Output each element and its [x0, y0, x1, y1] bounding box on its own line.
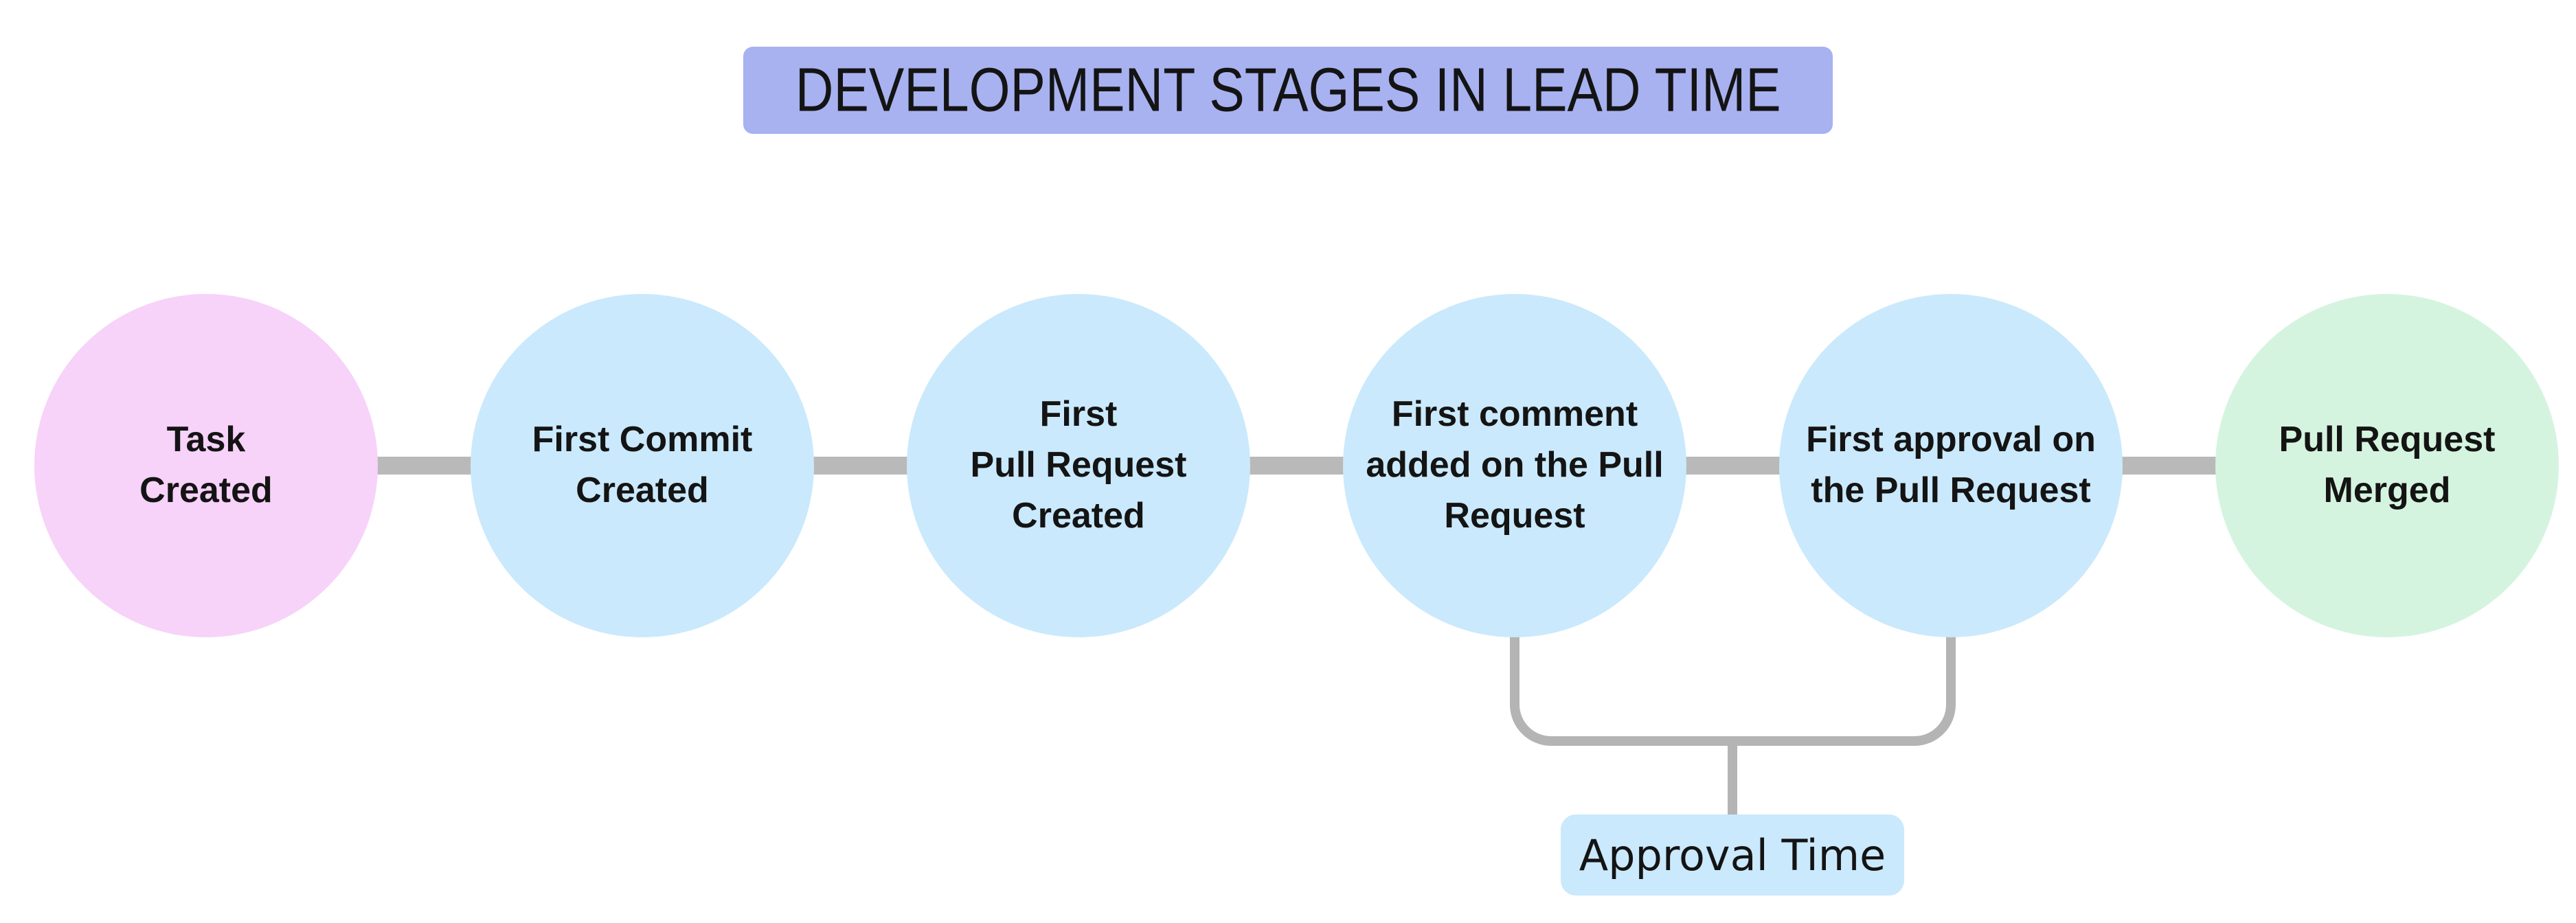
page-title: DEVELOPMENT STAGES IN LEAD TIME	[795, 55, 1781, 124]
stage-label: First approval on the Pull Request	[1806, 420, 2096, 510]
stage-circle-first-comment-added: First comment added on the Pull Request	[1343, 294, 1686, 637]
stage-circle-pull-request-merged: Pull Request Merged	[2215, 294, 2559, 637]
stage-label: Pull Request Merged	[2279, 420, 2496, 510]
approval-time-label: Approval Time	[1579, 830, 1886, 880]
stage-circle-task-created: Task Created	[34, 294, 378, 637]
stage-circle-first-pull-request-created: First Pull Request Created	[907, 294, 1250, 637]
stage-label: First Pull Request Created	[970, 394, 1187, 536]
title-banner: DEVELOPMENT STAGES IN LEAD TIME	[743, 47, 1833, 134]
approval-span-bracket	[1510, 630, 1956, 746]
stage-circle-first-approval: First approval on the Pull Request	[1779, 294, 2123, 637]
stage-label: First Commit Created	[532, 420, 753, 510]
approval-time-label-box: Approval Time	[1561, 814, 1904, 896]
stage-label: First comment added on the Pull Request	[1366, 394, 1664, 536]
stage-circle-first-commit-created: First Commit Created	[471, 294, 814, 637]
approval-bracket-stem	[1728, 742, 1737, 816]
stage-label: Task Created	[139, 420, 273, 510]
